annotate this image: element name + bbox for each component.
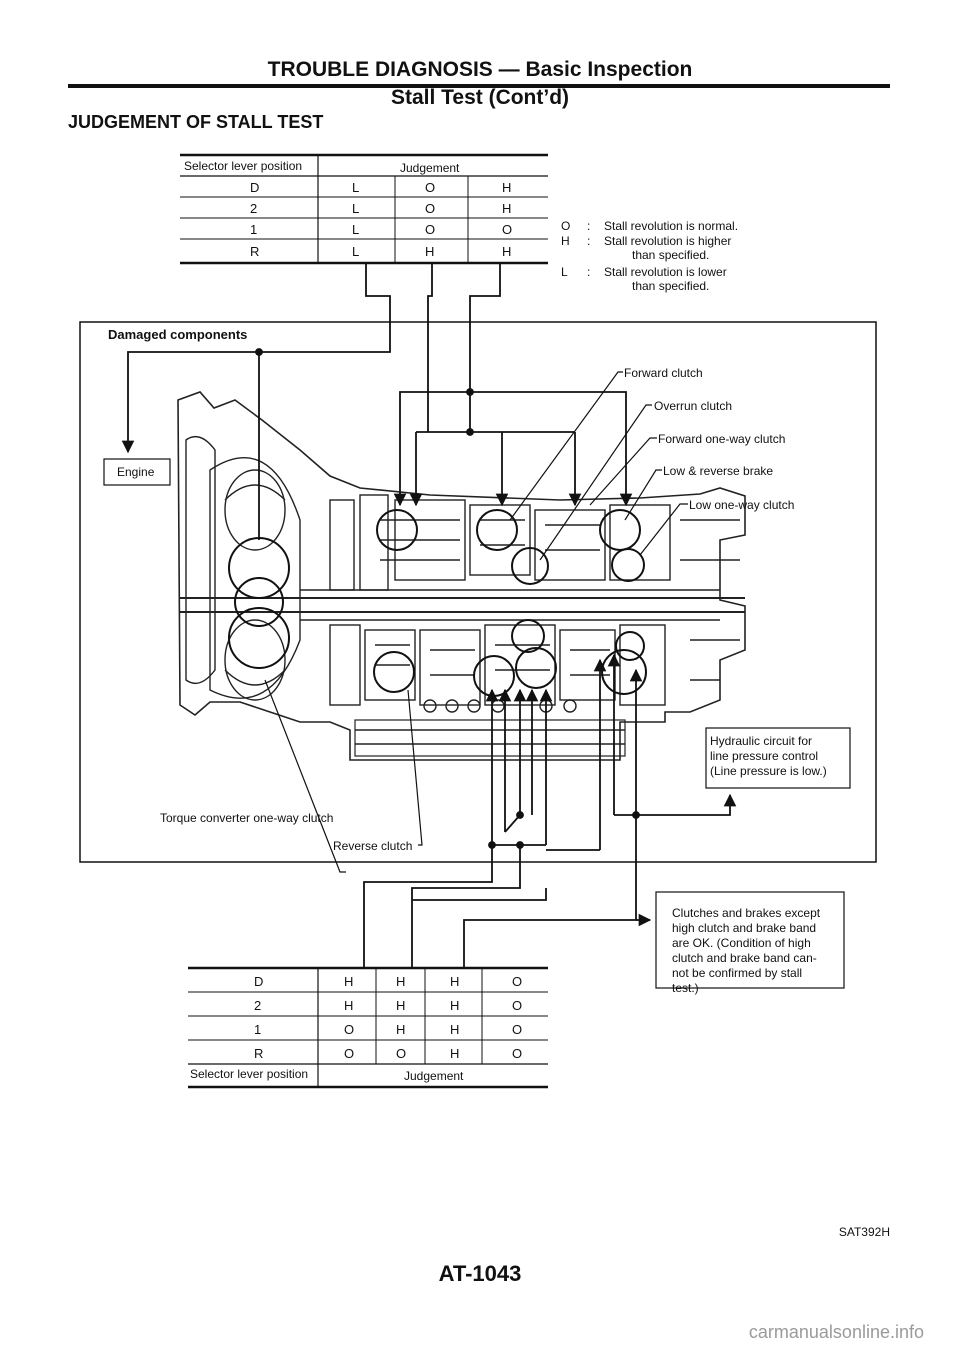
top-row-pos: 1 [250,222,257,237]
bottom-cell: O [396,1046,406,1061]
label-low-one-way-clutch: Low one-way clutch [689,498,794,512]
bottom-cell: H [450,974,459,989]
top-table-col2-header: Judgement [400,161,460,175]
section-title: JUDGEMENT OF STALL TEST [68,112,324,132]
component-labels: Forward clutch Overrun clutch Forward on… [160,366,794,853]
clutches-line: Clutches and brakes except [672,906,821,920]
bottom-judgement-table [188,966,548,1089]
header-title: TROUBLE DIAGNOSIS — Basic Inspection [267,58,693,81]
legend-text: than specified. [632,279,709,293]
legend-key: L [561,265,568,279]
connector-lines [121,263,633,540]
legend: O : Stall revolution is normal. H : Stal… [561,219,738,293]
top-table-col1-header: Selector lever position [184,159,302,173]
hydraulic-line: (Line pressure is low.) [710,764,827,778]
bottom-table-col2-header: Judgement [404,1069,464,1083]
top-cell: L [352,222,359,237]
hydraulic-circuit-box [705,727,851,789]
top-cell: L [352,180,359,195]
label-reverse-clutch: Reverse clutch [333,839,412,853]
hydraulic-line: line pressure control [710,749,818,763]
bottom-cell: O [344,1046,354,1061]
legend-text: Stall revolution is lower [604,265,727,279]
bottom-row-pos: 2 [254,998,261,1013]
bottom-cell: O [512,974,522,989]
top-cell: O [502,222,512,237]
legend-text: than specified. [632,248,709,262]
bottom-cell: O [512,998,522,1013]
top-cell: H [502,180,511,195]
clutches-line: high clutch and brake band [672,921,816,935]
figure-id: SAT392H [838,1225,890,1239]
top-row-pos: R [250,244,259,259]
header-subtitle: Stall Test (Cont’d) [390,86,570,109]
top-judgement-table [180,153,548,265]
bottom-cell: O [512,1022,522,1037]
bottom-row-pos: R [254,1046,263,1061]
engine-box [103,458,171,486]
clutches-line: not be confirmed by stall [672,966,802,980]
bottom-cell: H [396,974,405,989]
clutches-line: are OK. (Condition of high [672,936,811,950]
bottom-table-col1-header: Selector lever position [190,1067,308,1081]
top-row-pos: D [250,180,259,195]
bottom-cell: O [512,1046,522,1061]
legend-key: H [561,234,570,248]
transmission-cross-section [177,391,746,761]
bottom-cell: H [450,1046,459,1061]
clutches-line: test.) [672,981,699,995]
top-cell: O [425,180,435,195]
top-cell: H [502,244,511,259]
clutches-ok-box [655,891,845,989]
bottom-cell: H [396,998,405,1013]
label-forward-clutch: Forward clutch [624,366,703,380]
top-cell: L [352,201,359,216]
top-cell: H [502,201,511,216]
top-cell: O [425,201,435,216]
component-highlights [228,509,647,697]
bottom-connector-lines [363,815,652,968]
legend-sep: : [587,234,590,248]
bottom-cell: H [396,1022,405,1037]
damaged-components-title: Damaged components [108,327,247,342]
bottom-cell: H [450,998,459,1013]
watermark: carmanualsonline.info [748,1322,924,1342]
top-cell: H [425,244,434,259]
page-number: AT-1043 [438,1261,522,1286]
bottom-cell: H [450,1022,459,1037]
bottom-row-pos: D [254,974,263,989]
bottom-row-pos: 1 [254,1022,261,1037]
bottom-cell: H [344,998,353,1013]
legend-text: Stall revolution is higher [604,234,731,248]
top-row-pos: 2 [250,201,257,216]
top-cell: L [352,244,359,259]
legend-sep: : [587,219,590,233]
clutches-line: clutch and brake band can- [672,951,817,965]
header-rule [68,84,890,88]
component-leaders [264,371,688,873]
damaged-components-frame [79,321,877,863]
label-overrun-clutch: Overrun clutch [654,399,732,413]
hydraulic-line: Hydraulic circuit for [710,734,812,748]
top-cell: O [425,222,435,237]
label-torque-converter-one-way-clutch: Torque converter one-way clutch [160,811,333,825]
engine-label: Engine [117,465,155,479]
label-forward-one-way-clutch: Forward one-way clutch [658,432,785,446]
bottom-cell: O [344,1022,354,1037]
legend-key: O [561,219,570,233]
legend-sep: : [587,265,590,279]
label-low-reverse-brake: Low & reverse brake [663,464,773,478]
bottom-cell: H [344,974,353,989]
legend-text: Stall revolution is normal. [604,219,738,233]
